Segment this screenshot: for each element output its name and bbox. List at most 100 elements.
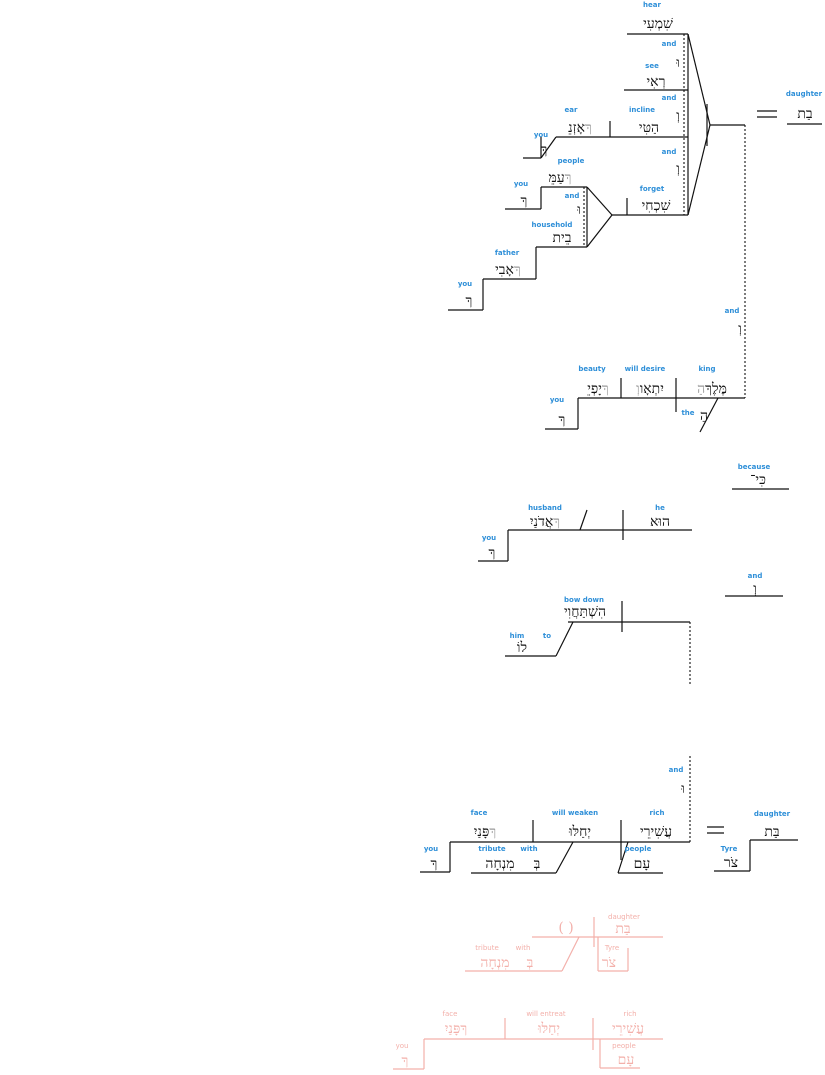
word-forget: שִׁכְחִי <box>642 198 671 214</box>
gloss-father: father <box>495 249 520 257</box>
gloss-him: him <box>510 632 525 640</box>
word-and-3: וְ <box>676 161 680 177</box>
gloss-and-3: and <box>662 148 677 156</box>
compound-bottom-diagonal <box>687 124 711 216</box>
gloss-with: with <box>520 845 537 853</box>
word-king: מֶּלֶךְהַ <box>697 381 727 397</box>
word-and-2: וְ <box>676 108 680 124</box>
slant-people-2 <box>617 841 629 874</box>
gloss-forget: forget <box>640 185 665 193</box>
word-household: בֵית <box>553 230 572 246</box>
step-ear <box>540 136 557 159</box>
word-beauty: ךְיָפְיֵ <box>587 381 609 397</box>
gloss-hear: hear <box>643 1 661 9</box>
gloss-and-4: and <box>748 572 763 580</box>
faint-gloss-daughter: daughter <box>608 913 640 921</box>
word-hear: שִׁמְעִי <box>643 16 673 32</box>
gloss-incline: incline <box>629 106 655 114</box>
word-daughter: בַת <box>797 106 813 122</box>
gloss-will-weaken: will weaken <box>552 809 598 817</box>
word-will-weaken: יְחַלּוּ <box>568 824 591 840</box>
faint-gloss-you: you <box>396 1042 409 1050</box>
word-you-ear: ךְ <box>541 142 548 158</box>
word-tyre: צֹר <box>724 855 738 871</box>
faint-word-you: ךְ <box>402 1053 409 1069</box>
word-he: הוּא <box>650 514 670 530</box>
gloss-the: the <box>681 409 694 417</box>
faint-word-with: בְּ <box>527 955 534 971</box>
modifier-slant-the <box>699 397 719 433</box>
word-the: הַ <box>700 408 708 424</box>
gloss-you-people: you <box>514 180 528 188</box>
word-because: כִּי־ <box>750 472 766 488</box>
faint-gloss-rich: rich <box>623 1010 636 1018</box>
word-and-people: וּ <box>576 202 581 218</box>
word-see: רְאִי <box>647 74 666 90</box>
gloss-and-1: and <box>662 40 677 48</box>
because-clause: because כִּי־ husband ךְאֲדֹנַיִ he הוּא… <box>478 463 789 562</box>
gloss-see: see <box>645 62 659 70</box>
gloss-bow-down: bow down <box>564 596 604 604</box>
word-you-beauty: ךְ <box>559 412 566 428</box>
word-him: לוֹ <box>517 640 527 656</box>
faint-word-people: עָם <box>618 1052 635 1068</box>
word-people-2: עָם <box>634 856 651 872</box>
gloss-people-2: people <box>625 845 652 853</box>
slant-to <box>555 621 574 657</box>
word-husband: ךְאֲדֹנַיִ <box>530 514 560 530</box>
word-and-5: וּ <box>680 781 685 797</box>
slant-husband <box>579 509 588 531</box>
slant-with <box>555 841 574 874</box>
gloss-will-desire: will desire <box>625 365 666 373</box>
faint-gloss-with: with <box>516 944 531 952</box>
gloss-you-beauty: you <box>550 396 564 404</box>
imperative-compound: hear שִׁמְעִי and וּ see רְאִי and וְ in… <box>448 1 823 311</box>
faint-gloss-will-entreat: will entreat <box>526 1010 566 1018</box>
bracket-top-diagonal <box>586 186 613 216</box>
gloss-and-2: and <box>662 94 677 102</box>
faint-gloss-tyre: Tyre <box>604 944 619 952</box>
bow-down-clause: and וְ bow down הִשְׁתַּחֲוִי him לוֹ to <box>505 572 783 686</box>
gloss-daughter-2: daughter <box>754 810 791 818</box>
faint-word-tribute: מִנְחָה <box>480 955 509 971</box>
gloss-household: household <box>532 221 573 229</box>
word-you-father: ךְ <box>466 293 473 309</box>
faint-alternative-diagram: ( ) daughter בַּת Tyre צֹר tribute מִנְח… <box>393 913 663 1070</box>
gloss-husband: husband <box>528 504 562 512</box>
gloss-you-ear: you <box>534 131 548 139</box>
gloss-to: to <box>543 632 551 640</box>
word-ear: ךְאָזְנֵ <box>568 120 592 136</box>
faint-word-tyre: צֹר <box>602 955 616 971</box>
gloss-daughter: daughter <box>786 90 823 98</box>
gloss-and-5: and <box>669 766 684 774</box>
word-incline: הַטִּי <box>639 120 659 136</box>
word-father: ךְאָבִי <box>495 262 521 278</box>
faint-gloss-tribute: tribute <box>475 944 499 952</box>
word-will-desire: יִתְאָווְ <box>636 381 664 397</box>
word-you-husband: ךְ <box>489 545 496 561</box>
rich-clause: and וּ face ךְפָּנַיִ will weaken יְחַלּ… <box>420 756 798 874</box>
gloss-and-people: and <box>565 192 580 200</box>
word-daughter-2: בַּת <box>764 824 780 840</box>
compound-top-diagonal <box>687 33 711 126</box>
king-clause: beauty ךְיָפְיֵ will desire יִתְאָווְ ki… <box>545 365 745 433</box>
word-people: ךְעַמֵּ <box>548 170 571 186</box>
gloss-and-vertical: and <box>725 307 740 315</box>
word-rich: עֲשִׁירֵי <box>640 824 672 840</box>
gloss-you-face: you <box>424 845 438 853</box>
word-bow-down: הִשְׁתַּחֲוִי <box>564 604 606 620</box>
gloss-beauty: beauty <box>578 365 606 373</box>
word-tribute: מִנְחָה <box>485 856 514 872</box>
gloss-ear: ear <box>565 106 578 114</box>
faint-word-daughter: בַּת <box>615 921 631 937</box>
word-you-people: ךְ <box>521 193 528 209</box>
word-and-4: וְ <box>753 581 757 597</box>
faint-slant-with <box>561 936 580 972</box>
word-and-1: וּ <box>675 55 680 71</box>
gloss-tribute: tribute <box>478 845 506 853</box>
gloss-king: king <box>698 365 715 373</box>
gloss-you-husband: you <box>482 534 496 542</box>
word-with: בְּ <box>534 856 541 872</box>
faint-paren: ( ) <box>558 920 573 936</box>
